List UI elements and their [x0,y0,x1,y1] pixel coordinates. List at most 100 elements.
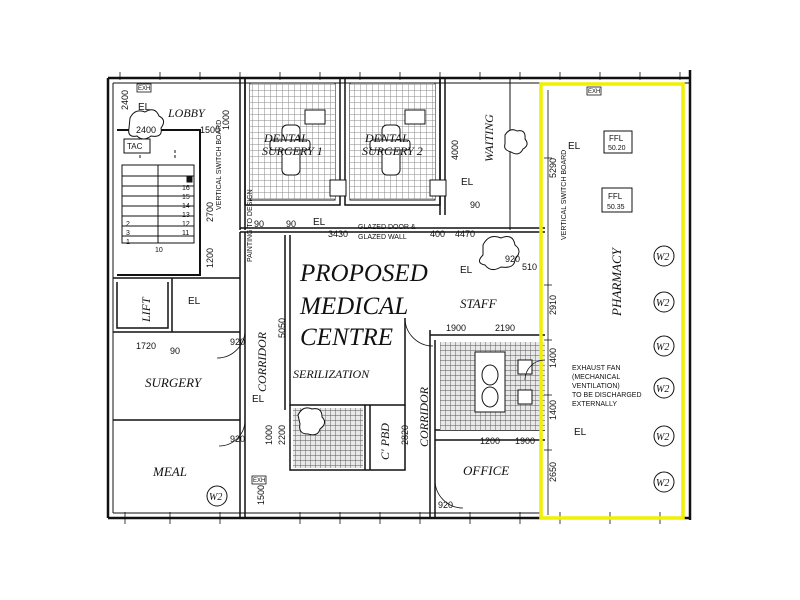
el-marker: EL [460,265,473,276]
el-marker: EL [574,427,587,438]
door-swings [216,317,546,509]
basin-1 [517,359,533,375]
dim-ticks [544,157,552,451]
lift-label: LIFT [139,296,153,323]
interior-walls [113,78,545,518]
exh-label: EXH [588,89,600,95]
door-swing [524,359,546,381]
plant-lobby [128,109,165,140]
el-marker: EL [252,394,265,405]
toilet-pan-1 [481,364,499,386]
w2-label: W2 [656,252,669,263]
exh-box [251,475,267,485]
dim-label: 920 [230,337,245,347]
exh-markers: EXH EXH EXH [136,83,602,485]
plants [128,109,528,436]
dim-label: 1400 [548,348,558,368]
dim-label: 1000 [221,110,231,130]
plant-bottom [297,407,326,436]
plant-waiting [504,129,528,155]
ffl-box-2 [601,187,633,213]
dental-surgery-1-label: DENTAL [263,131,308,145]
dimensions: 2400 2400 1500 4000 5290 2910 2650 1400 … [120,90,558,510]
dim-label: 2650 [548,462,558,482]
dim-label: 510 [522,262,537,272]
glazed-door-note: GLAZED DOOR & [358,224,416,231]
stair-number: 12 [182,221,190,228]
dental-chair-2-arm [369,139,411,151]
w2-label: W2 [656,384,669,395]
surgery-label: SURGERY [145,375,203,390]
dim-label: 90 [470,200,480,210]
dim-label: 1500 [256,485,266,505]
el-marker: EL [313,217,326,228]
door-swing [434,479,464,509]
ffl-box-1 [603,130,633,154]
exhaust-note-line: EXHAUST FAN [572,365,621,372]
dim-label: 920 [505,254,520,264]
w2-label: W2 [656,298,669,309]
ffl-label: FFL [608,192,623,201]
dim-label: 1900 [515,436,535,446]
dim-label: 90 [254,219,264,229]
dim-label: 2400 [120,90,130,110]
dim-label: 1000 [264,425,274,445]
dim-label: 1400 [548,400,558,420]
w2-label: W2 [656,432,669,443]
title-line-2: MEDICAL [299,293,408,320]
ffl-value: 50.35 [607,204,625,211]
plant-staff [479,236,520,271]
corridor-right-label: CORRIDOR [417,386,431,447]
dim-label: 920 [230,434,245,444]
dental-sink-2 [429,179,447,197]
dental-chair-1-arm [269,139,311,151]
title-line-3: CENTRE [300,324,393,351]
exh-label: EXH [253,478,265,484]
dim-label: 2700 [205,202,215,222]
exh-box [586,86,602,96]
dim-label: 2400 [136,125,156,135]
dental-sink-1 [329,179,347,197]
stair-number: 15 [182,194,190,201]
w2-circle [653,471,675,493]
room-labels: LOBBY DENTAL SURGERY 1 DENTAL SURGERY 2 … [139,106,624,479]
el-points: EL EL EL EL EL EL EL EL [138,102,587,438]
dim-label: 920 [438,500,453,510]
notes: VERTICAL SWITCH BOARD VERTICAL SWITCH BO… [216,120,642,408]
dim-label: 1200 [205,248,215,268]
staircase [121,150,195,244]
exh-box [136,83,152,93]
dim-label: 5290 [548,158,558,178]
office-label: OFFICE [463,463,509,478]
stair-number: 2 [126,221,130,228]
w2-label: W2 [656,478,669,489]
stair-number: 16 [182,185,190,192]
dim-label: 4000 [450,140,460,160]
door-swing [216,329,246,359]
dim-label: 90 [170,346,180,356]
corridor-left-label: CORRIDOR [255,331,269,392]
w2-label: W2 [209,492,222,503]
w2-circle [653,425,675,447]
dim-label: 4470 [455,229,475,239]
pharmacy-highlight [539,82,685,520]
switch-board-note-left: VERTICAL SWITCH BOARD [216,120,223,210]
serilization-label: SERILIZATION [293,367,370,381]
cpbd-label: C' PBD [378,423,392,460]
w2-circle [653,245,675,267]
dental-cabinet-1 [304,109,326,125]
el-marker: EL [188,296,201,307]
w2-circle [653,335,675,357]
w2-labels: W2 W2 W2 W2 W2 W2 W2 [209,252,669,503]
exhaust-note-line: (MECHANICAL [572,374,620,381]
dim-label: 1500 [200,125,220,135]
basin-2 [517,389,533,405]
painting-note: PAINTING TO DESIGN [247,189,254,262]
lobby-label: LOBBY [167,106,206,120]
dim-label: 1200 [480,436,500,446]
stair-number: 1 [126,239,130,246]
tac-label: TAC [127,142,143,151]
staff-label: STAFF [460,296,498,311]
exhaust-note-line: EXTERNALLY [572,401,617,408]
